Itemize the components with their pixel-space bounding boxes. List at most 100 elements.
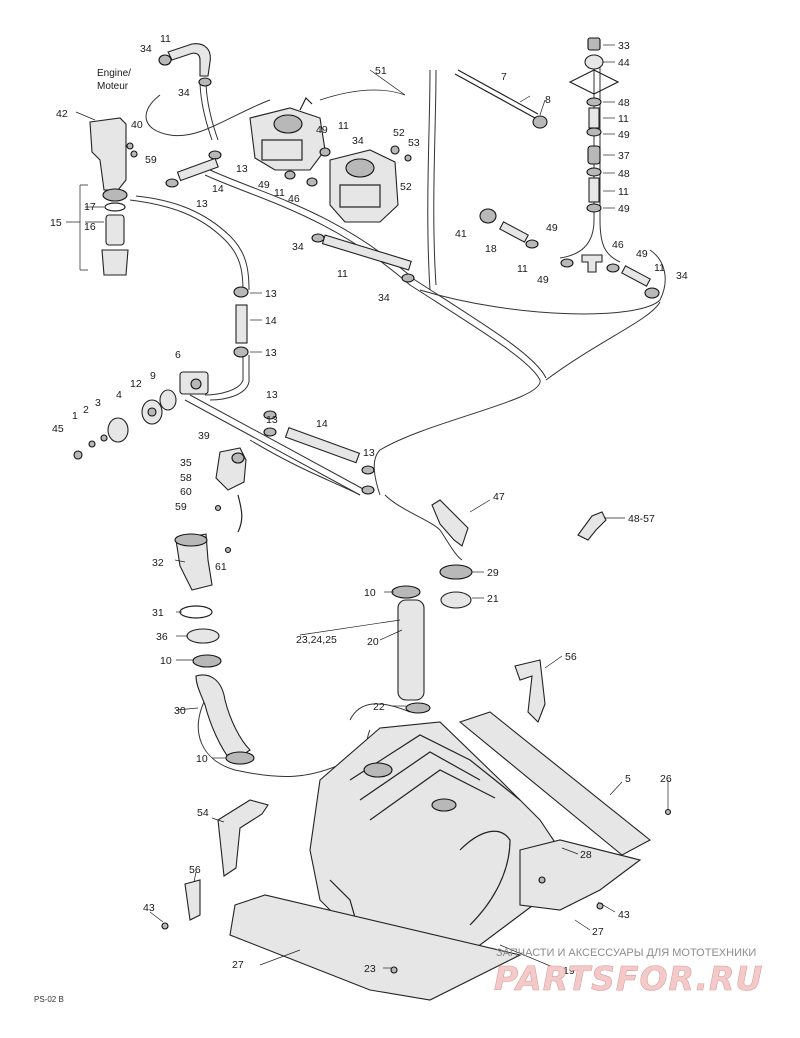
bracket-56-upper [514,659,546,723]
vent-cap-33 [587,37,601,51]
rail-5 [458,711,651,856]
callout-58: 58 [180,472,192,484]
callout-40: 40 [131,119,143,131]
callout-3: 3 [95,397,101,409]
callout-14: 14 [212,183,224,195]
callout-19: 19 [563,965,575,977]
callout-13: 13 [196,198,208,210]
callout-30: 30 [174,705,186,717]
clamp-13-f [263,427,277,437]
clamp-10-a [192,654,222,668]
callout-18: 18 [485,243,497,255]
callout-13: 13 [265,347,277,359]
clamp-34-mid-b [401,273,415,283]
filler-neck-32 [175,533,213,591]
callout-49: 49 [537,274,549,286]
callout-46: 46 [288,193,300,205]
clamp-49-e [525,239,539,249]
callout-45: 45 [52,423,64,435]
callout-49: 49 [636,248,648,260]
support-47 [431,499,469,547]
callout-49: 49 [546,222,558,234]
callout-15: 15 [50,217,62,229]
elbow-hose-11 [167,43,211,77]
carburetor-lower [329,145,412,223]
callout-21: 21 [487,593,499,605]
watermark-brand: PARTSFOR.RU [494,959,763,998]
filter-top-cap [102,188,128,202]
gasket-31 [179,605,213,619]
callout-4: 4 [116,389,122,401]
bolt-23-b [538,876,546,884]
callout-14: 14 [265,315,277,327]
primer-cable-7 [454,73,536,119]
sender-cap-39 [231,452,245,464]
callout-23: 23 [364,963,376,975]
callout-49: 49 [258,179,270,191]
bracket-bolt [126,142,134,150]
callout-56: 56 [189,864,201,876]
screw-61 [224,546,232,554]
engine-label-2: Moteur [97,81,129,92]
clamp-13-b [165,178,179,188]
bracket-nut-59 [130,150,138,158]
callout-49: 49 [316,124,328,136]
plate-27-left [229,894,522,1001]
callout-17: 17 [84,201,96,213]
callout-43: 43 [143,902,155,914]
callout-13: 13 [266,389,278,401]
callout-12: 12 [130,378,142,390]
clamp-13-h [361,485,375,495]
callout-51: 51 [375,65,387,77]
parts [73,37,672,1001]
callout-49: 49 [618,129,630,141]
clamp-13-a [208,150,222,160]
hose-14-diag [284,426,361,464]
callout-61: 61 [215,561,227,573]
callout-27: 27 [592,926,604,938]
clamp-34-top-b [198,77,212,87]
sender-wire [237,494,243,533]
callout-9: 9 [150,370,156,382]
pickup-tube-20 [397,599,425,701]
fitting-41 [479,208,497,224]
clamp-34-mid-a [311,233,325,243]
strap-54 [217,799,269,877]
callout-34: 34 [676,270,688,282]
callout-37: 37 [618,150,630,162]
reference-code: PS-02 B [34,995,64,1004]
hose-14-vertical [235,304,248,344]
watermark-tagline: ЗАПЧАСТИ И АКСЕССУАРЫ ДЛЯ МОТОТЕХНИКИ [496,947,756,959]
clamp-10-c [225,751,255,765]
callout-13: 13 [265,288,277,300]
callout-10: 10 [364,587,376,599]
callout-52: 52 [393,127,405,139]
clamp-49-f [560,258,574,268]
filler-neck-top [174,533,208,547]
callout-44: 44 [618,57,630,69]
callout-11: 11 [274,187,285,199]
clamp-34-top [158,54,172,66]
vent-hose-11b [588,177,600,203]
carburetor-upper [249,96,326,171]
callout-13: 13 [363,447,375,459]
hose-11-right [621,265,651,287]
callout-31: 31 [152,607,164,619]
callout-42: 42 [56,108,68,120]
clamp-13-c [233,286,249,298]
hose-18 [499,221,529,243]
callout-7: 7 [501,71,507,83]
callout-34: 34 [178,87,190,99]
rivet-26 [664,808,672,816]
filter-bracket-42 [89,117,127,191]
callout-39: 39 [198,430,210,442]
screw-59 [214,504,222,512]
callout-11: 11 [618,113,629,125]
callout-10: 10 [196,753,208,765]
clamp-13-g [361,465,375,475]
callout-48: 48 [618,168,630,180]
callout-11: 11 [654,262,665,274]
callout-48: 48 [618,97,630,109]
clamp-49-a [319,147,331,157]
clamp-49-g [606,263,620,273]
